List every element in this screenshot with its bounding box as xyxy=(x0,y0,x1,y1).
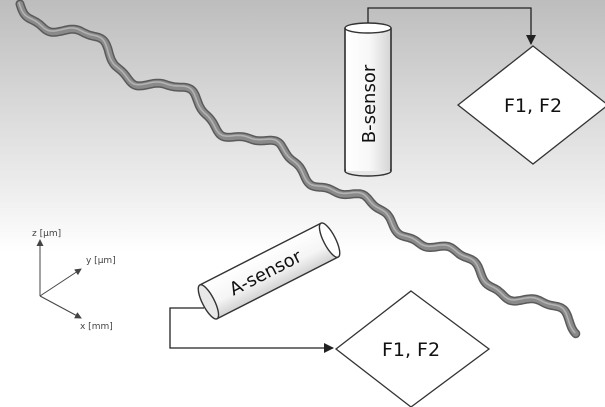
coordinate-axes: z [µm] y [µm] x [mm] xyxy=(32,229,116,332)
a-output-label: F1, F2 xyxy=(382,339,440,361)
b-sensor: B-sensor xyxy=(344,22,392,177)
x-axis-label: x [mm] xyxy=(80,322,113,332)
b-output-diamond xyxy=(456,45,605,165)
y-axis xyxy=(39,268,82,297)
z-axis-label: z [µm] xyxy=(32,229,61,239)
b-sensor-label: B-sensor xyxy=(359,64,380,143)
b-connector-arrow xyxy=(367,7,536,45)
b-sensor-top xyxy=(344,22,392,34)
a-sensor-bottom xyxy=(197,284,220,320)
b-output-label: F1, F2 xyxy=(504,95,562,117)
b-output: F1, F2 xyxy=(456,45,605,165)
a-connector-arrow xyxy=(169,307,334,353)
a-sensor: A-sensor xyxy=(197,222,341,320)
fiber-strand xyxy=(15,0,581,339)
x-axis xyxy=(39,295,82,319)
a-output-diamond xyxy=(334,290,491,407)
a-output: F1, F2 xyxy=(334,290,491,407)
y-axis-label: y [µm] xyxy=(86,256,116,266)
a-sensor-top xyxy=(318,222,341,258)
